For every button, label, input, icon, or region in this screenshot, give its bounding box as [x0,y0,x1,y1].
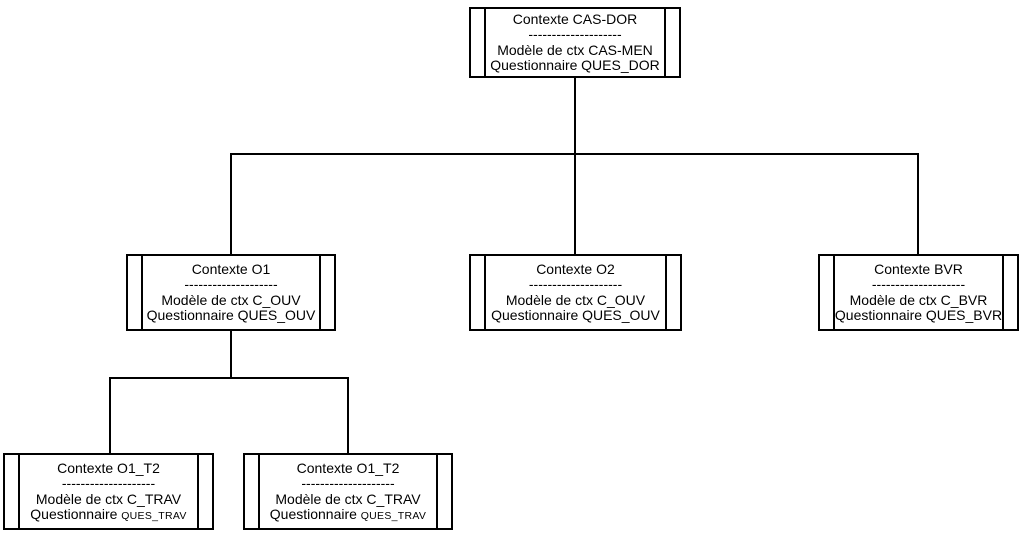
left-inner-bar [18,455,20,528]
questionnaire-value: QUES_OUV [237,307,316,323]
questionnaire-value: QUES_TRAV [121,510,187,522]
questionnaire-label: Questionnaire [30,506,118,522]
questionnaire-value: QUES_DOR [581,57,660,73]
connector-drop-bvr [917,153,919,254]
node-separator: -------------------- [528,276,623,292]
left-inner-bar [141,256,143,329]
node-contexte-o2[interactable]: Contexte O2 -------------------- Modèle … [469,254,682,331]
questionnaire-label: Questionnaire [146,307,234,323]
node-separator: -------------------- [871,276,966,292]
node-title: Contexte O1_T2 [296,459,400,476]
node-text: Contexte O1_T2 -------------------- Modè… [5,459,212,523]
node-text: Contexte CAS-DOR -------------------- Mo… [471,10,679,74]
connector-drop-t2-right [347,377,349,453]
node-contexte-o1-t2-left[interactable]: Contexte O1_T2 -------------------- Modè… [3,453,214,530]
connector-drop-t2-left [109,377,111,453]
node-contexte-cas-dor[interactable]: Contexte CAS-DOR -------------------- Mo… [469,7,681,78]
node-text: Contexte O2 -------------------- Modèle … [471,260,680,324]
connector-drop-o1 [230,153,232,254]
node-text: Contexte O1 -------------------- Modèle … [128,260,334,324]
node-text: Contexte BVR -------------------- Modèle… [820,260,1017,324]
connector-root-stem [574,78,576,155]
node-model-line: Modèle de ctx C_BVR [849,291,988,308]
node-separator: -------------------- [184,276,278,292]
node-contexte-bvr[interactable]: Contexte BVR -------------------- Modèle… [818,254,1019,331]
questionnaire-label: Questionnaire [491,307,579,323]
node-separator: -------------------- [61,475,156,491]
connector-level2-horizontal [109,377,349,379]
node-model-line: Modèle de ctx C_OUV [161,291,301,308]
node-text: Contexte O1_T2 -------------------- Modè… [245,459,451,523]
connector-drop-o2 [574,153,576,254]
node-separator: -------------------- [301,475,395,491]
questionnaire-label: Questionnaire [269,506,357,522]
right-inner-bar [1002,256,1004,329]
node-contexte-o1[interactable]: Contexte O1 -------------------- Modèle … [126,254,336,331]
node-model-line: Modèle de ctx C_OUV [505,291,646,308]
right-inner-bar [664,9,666,76]
node-title: Contexte BVR [874,260,963,277]
node-title: Contexte O2 [536,260,615,277]
left-inner-bar [484,9,486,76]
questionnaire-label: Questionnaire [834,307,923,323]
right-inner-bar [665,256,667,329]
node-model-line: Modèle de ctx C_TRAV [275,490,421,507]
left-inner-bar [484,256,486,329]
right-inner-bar [319,256,321,329]
node-separator: -------------------- [528,26,622,42]
node-title: Contexte O1 [191,260,271,277]
questionnaire-value: QUES_BVR [925,307,1003,323]
node-title: Contexte CAS-DOR [512,10,638,27]
right-inner-bar [197,455,199,528]
right-inner-bar [436,455,438,528]
questionnaire-label: Questionnaire [490,57,578,73]
node-model-line: Modèle de ctx CAS-MEN [497,41,653,58]
connector-o1-stem [230,331,232,377]
node-model-line: Modèle de ctx C_TRAV [35,490,182,507]
questionnaire-value: QUES_OUV [582,307,660,323]
left-inner-bar [833,256,835,329]
left-inner-bar [258,455,260,528]
questionnaire-value: QUES_TRAV [360,510,427,522]
node-contexte-o1-t2-right[interactable]: Contexte O1_T2 -------------------- Modè… [243,453,453,530]
node-title: Contexte O1_T2 [57,459,160,476]
